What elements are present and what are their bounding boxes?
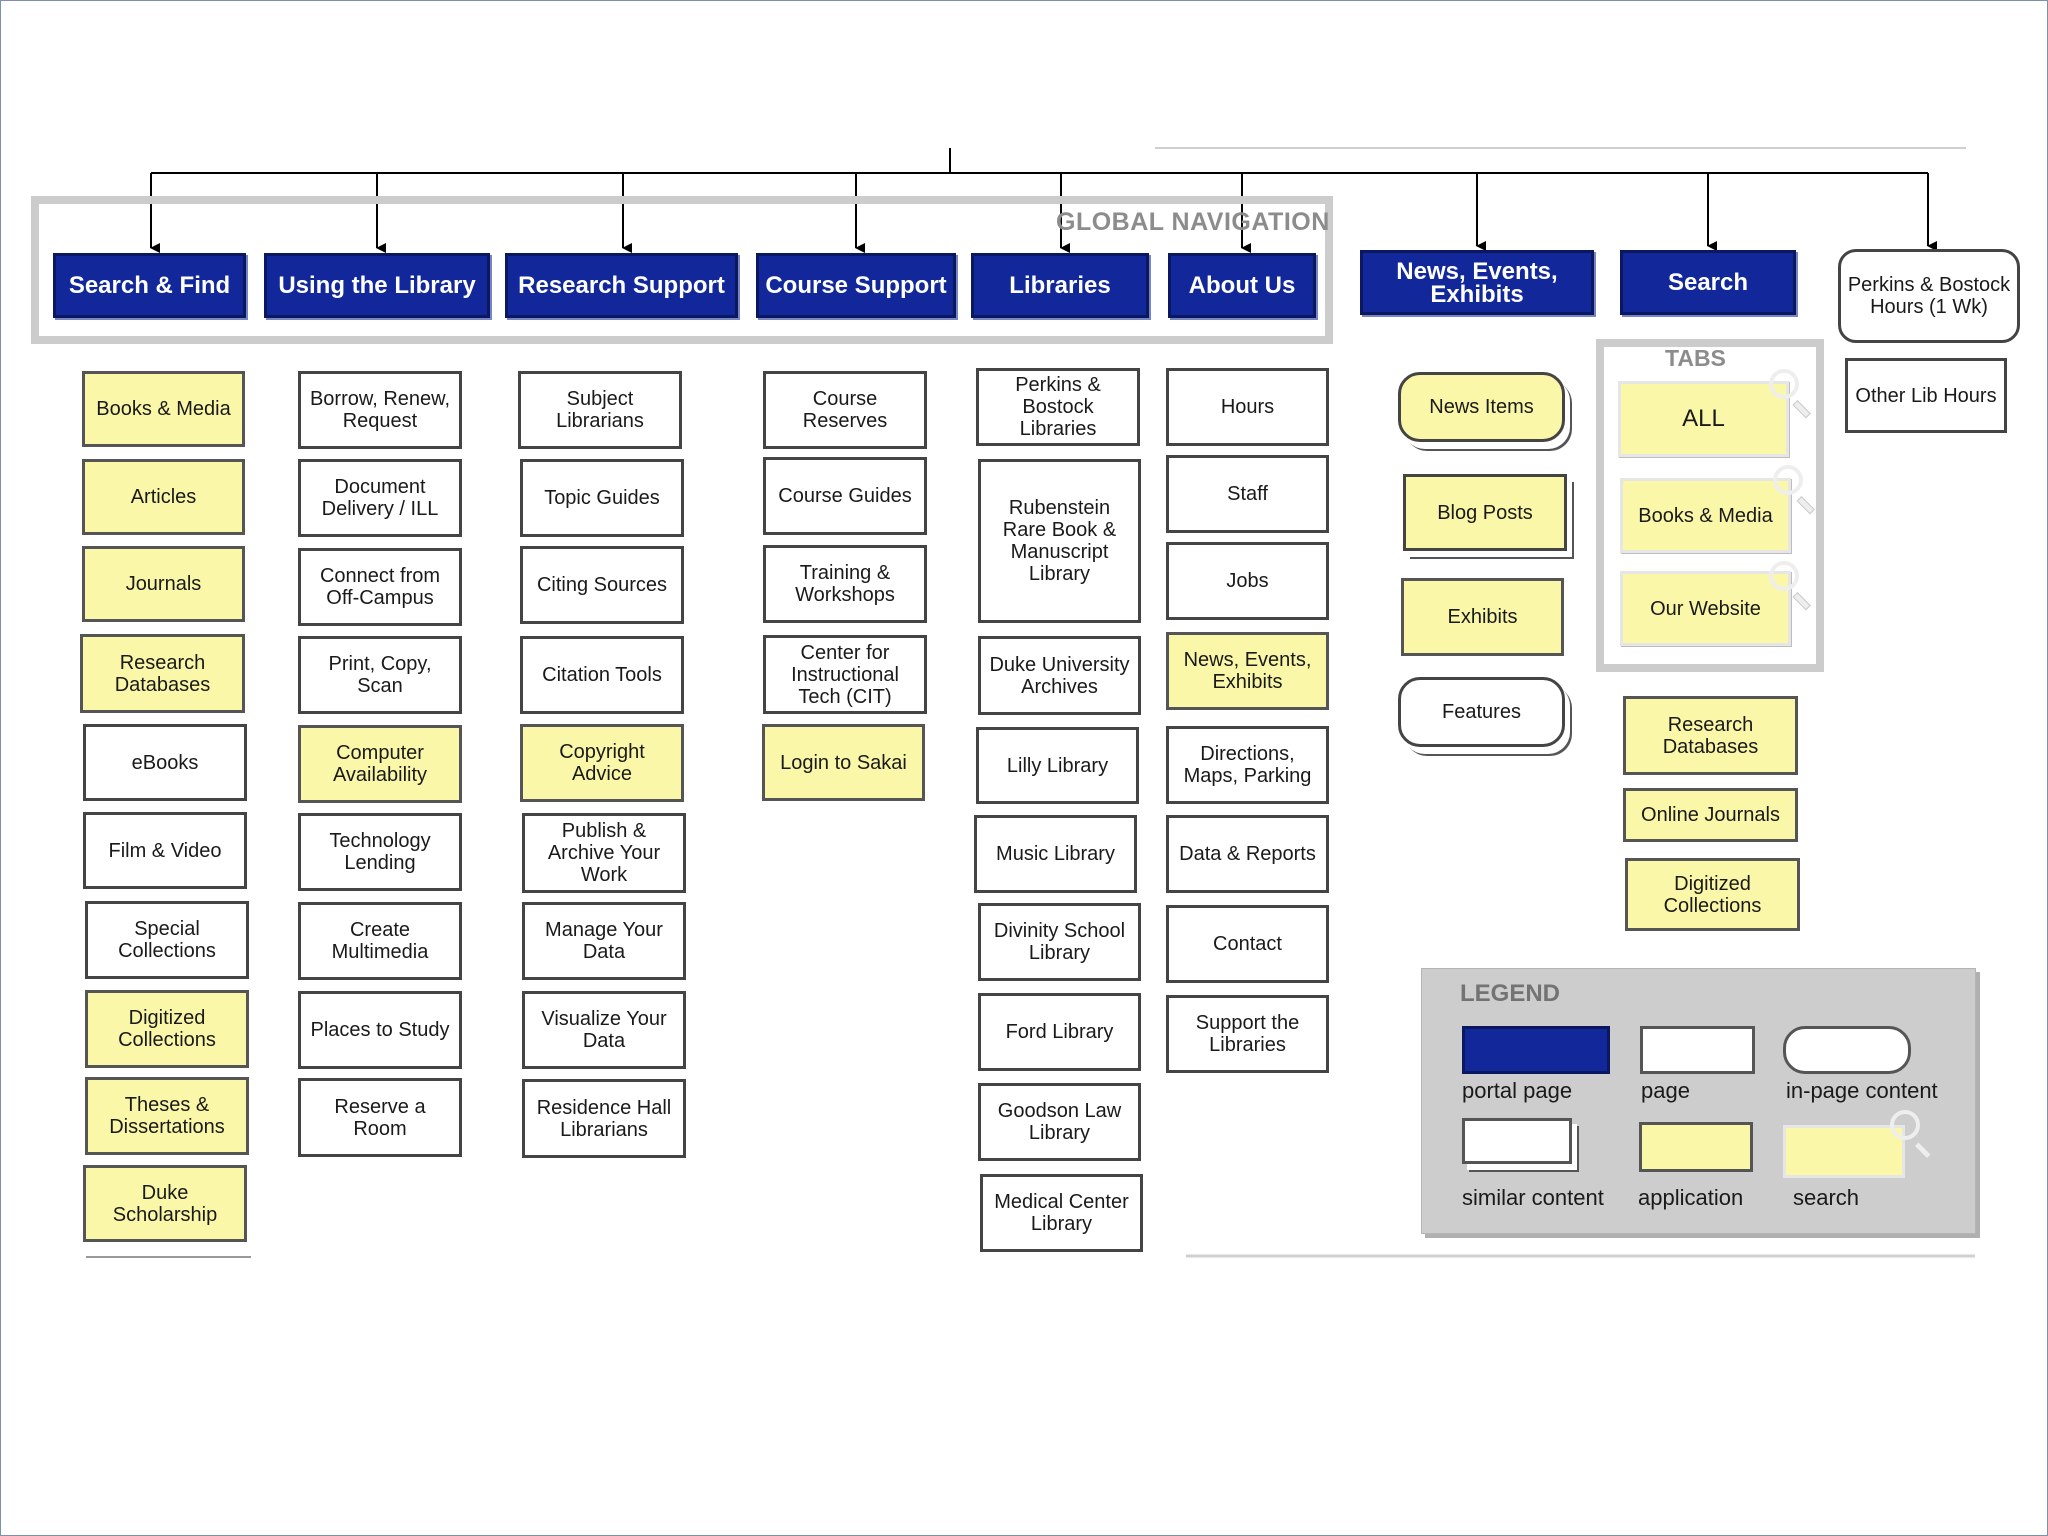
tab-all[interactable]: ALL (1618, 381, 1789, 457)
duke-scholarship[interactable]: Duke Scholarship (83, 1165, 247, 1242)
divinity-school-library[interactable]: Divinity School Library (978, 903, 1141, 981)
articles[interactable]: Articles (82, 459, 245, 535)
search-digitized-collections[interactable]: Digitized Collections (1625, 858, 1800, 931)
portal-search-find[interactable]: Search & Find (53, 253, 246, 318)
portal-using-the-library[interactable]: Using the Library (264, 253, 490, 318)
duke-university-archives[interactable]: Duke University Archives (978, 636, 1141, 715)
document-delivery-ill[interactable]: Document Delivery / ILL (298, 459, 462, 537)
ford-library[interactable]: Ford Library (978, 993, 1141, 1071)
legend-portal-swatch (1462, 1026, 1610, 1074)
training-workshops[interactable]: Training & Workshops (763, 545, 927, 623)
hours[interactable]: Hours (1166, 368, 1329, 446)
features[interactable]: Features (1398, 677, 1565, 747)
theses-dissertations[interactable]: Theses & Dissertations (85, 1077, 249, 1155)
topic-guides[interactable]: Topic Guides (520, 459, 684, 537)
legend-in-page-label: in-page content (1786, 1078, 1938, 1103)
subject-librarians[interactable]: Subject Librarians (518, 371, 682, 449)
digitized-collections[interactable]: Digitized Collections (85, 990, 249, 1068)
legend-application-swatch (1639, 1122, 1753, 1172)
places-to-study[interactable]: Places to Study (298, 991, 462, 1069)
residence-hall-librarians[interactable]: Residence Hall Librarians (522, 1079, 686, 1158)
legend-portal-label: portal page (1462, 1078, 1573, 1103)
search-magnifier-icon (1769, 369, 1799, 399)
global-navigation-frame (31, 196, 1333, 344)
reserve-a-room[interactable]: Reserve a Room (298, 1078, 462, 1157)
online-journals[interactable]: Online Journals (1623, 788, 1798, 842)
manage-your-data[interactable]: Manage Your Data (522, 902, 686, 980)
technology-lending[interactable]: Technology Lending (298, 813, 462, 891)
portal-course-support[interactable]: Course Support (756, 253, 956, 318)
connect-from-off-campus[interactable]: Connect from Off-Campus (298, 548, 462, 626)
news-events-exhibits-link[interactable]: News, Events, Exhibits (1166, 632, 1329, 710)
citing-sources[interactable]: Citing Sources (520, 546, 684, 624)
search-tabs-frame (1596, 339, 1824, 672)
portal-about-us[interactable]: About Us (1168, 253, 1316, 318)
copyright-advice[interactable]: Copyright Advice (520, 724, 684, 802)
portal-search[interactable]: Search (1620, 250, 1796, 315)
course-reserves[interactable]: Course Reserves (763, 371, 927, 449)
blog-posts[interactable]: Blog Posts (1403, 474, 1567, 551)
legend-application-label: application (1638, 1185, 1744, 1210)
exhibits[interactable]: Exhibits (1401, 578, 1564, 656)
tab-books-media[interactable]: Books & Media (1620, 478, 1791, 553)
legend-search-swatch (1783, 1125, 1905, 1178)
portal-news-events-exhibits[interactable]: News, Events, Exhibits (1360, 250, 1594, 315)
portal-research-support[interactable]: Research Support (505, 253, 738, 318)
global-navigation-label: GLOBAL NAVIGATION (1056, 208, 1330, 236)
other-lib-hours[interactable]: Other Lib Hours (1845, 358, 2007, 433)
borrow-renew-request[interactable]: Borrow, Renew, Request (298, 371, 462, 449)
music-library[interactable]: Music Library (974, 815, 1137, 893)
legend-similar-label: similar content (1462, 1185, 1604, 1210)
legend-search-label: search (1793, 1185, 1860, 1210)
legend-title: LEGEND (1460, 980, 1561, 1007)
support-the-libraries[interactable]: Support the Libraries (1166, 995, 1329, 1073)
film-video[interactable]: Film & Video (83, 812, 247, 889)
login-to-sakai[interactable]: Login to Sakai (762, 724, 925, 801)
portal-libraries[interactable]: Libraries (971, 253, 1149, 318)
books-media[interactable]: Books & Media (82, 371, 245, 447)
course-guides[interactable]: Course Guides (763, 457, 927, 535)
perkins-bostock-libraries[interactable]: Perkins & Bostock Libraries (976, 368, 1140, 446)
publish-archive-your-work[interactable]: Publish & Archive Your Work (522, 813, 686, 893)
computer-availability[interactable]: Computer Availability (298, 725, 462, 803)
medical-center-library[interactable]: Medical Center Library (980, 1174, 1143, 1252)
tabs-label: TABS (1665, 345, 1726, 371)
create-multimedia[interactable]: Create Multimedia (298, 902, 462, 980)
legend-page-swatch (1640, 1026, 1755, 1074)
citation-tools[interactable]: Citation Tools (520, 636, 684, 714)
legend-similar-swatch (1462, 1118, 1572, 1164)
legend-page-label: page (1641, 1078, 1690, 1103)
print-copy-scan[interactable]: Print, Copy, Scan (298, 636, 462, 714)
search-magnifier-icon (1773, 465, 1803, 495)
journals[interactable]: Journals (82, 546, 245, 622)
goodson-law-library[interactable]: Goodson Law Library (978, 1083, 1141, 1161)
legend-in-page-swatch (1783, 1026, 1911, 1074)
special-collections[interactable]: Special Collections (85, 901, 249, 979)
research-databases[interactable]: Research Databases (80, 634, 245, 713)
directions-maps-parking[interactable]: Directions, Maps, Parking (1166, 726, 1329, 804)
rubenstein-library[interactable]: Rubenstein Rare Book & Manuscript Librar… (978, 459, 1141, 623)
center-for-instructional-tech[interactable]: Center for Instructional Tech (CIT) (763, 635, 927, 714)
lilly-library[interactable]: Lilly Library (976, 727, 1139, 804)
ebooks[interactable]: eBooks (83, 724, 247, 801)
search-research-databases[interactable]: Research Databases (1623, 696, 1798, 775)
contact[interactable]: Contact (1166, 905, 1329, 983)
staff[interactable]: Staff (1166, 455, 1329, 533)
search-magnifier-icon (1769, 561, 1799, 591)
tab-our-website[interactable]: Our Website (1620, 571, 1791, 646)
jobs[interactable]: Jobs (1166, 542, 1329, 620)
legend-panel (1421, 968, 1976, 1234)
legend-search-magnifier-icon (1890, 1110, 1920, 1140)
visualize-your-data[interactable]: Visualize Your Data (522, 991, 686, 1069)
news-items[interactable]: News Items (1398, 372, 1565, 442)
data-reports[interactable]: Data & Reports (1166, 815, 1329, 893)
perkins-bostock-hours[interactable]: Perkins & Bostock Hours (1 Wk) (1838, 249, 2020, 343)
